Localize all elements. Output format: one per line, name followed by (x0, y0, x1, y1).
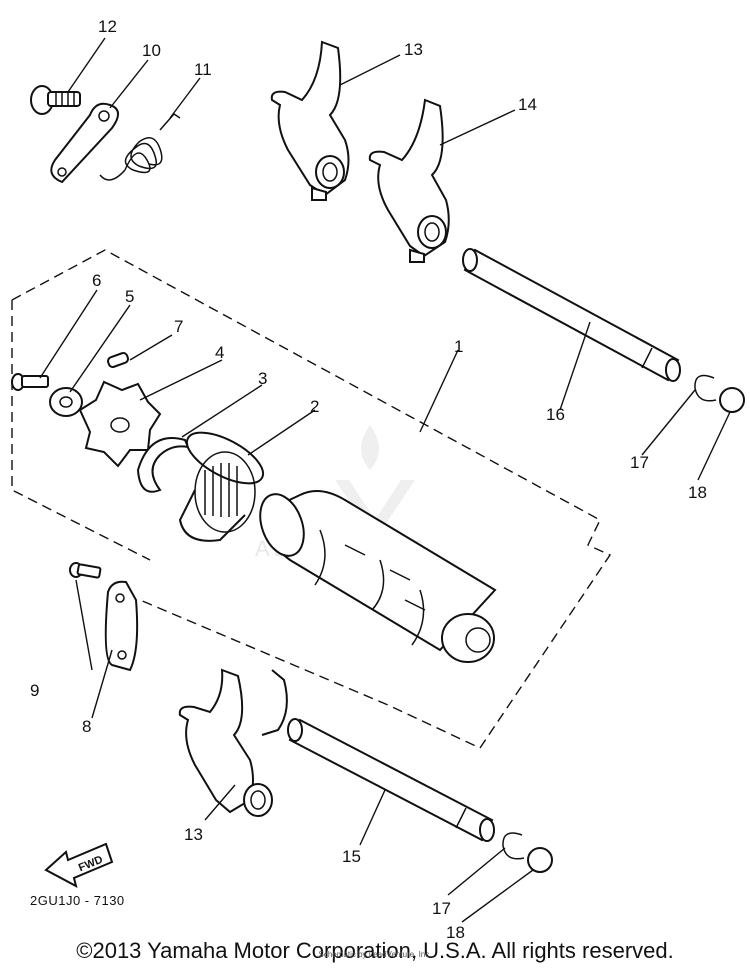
callout-15: 15 (342, 847, 361, 866)
callout-16: 16 (546, 405, 565, 424)
shift-fork-shaft-16 (462, 248, 681, 382)
screw-6 (11, 373, 49, 391)
stopper-plate-8 (104, 580, 139, 672)
cap-18-bottom (527, 847, 553, 873)
callout-1: 1 (454, 337, 463, 356)
spring-11 (99, 113, 181, 181)
shift-fork-shaft-15 (287, 718, 495, 842)
callout-numbers: 12 10 11 13 14 6 5 7 4 3 2 1 16 17 18 9 … (30, 17, 707, 942)
needle-bearing-2 (178, 431, 265, 542)
cap-18-top (719, 387, 745, 413)
callout-10: 10 (142, 41, 161, 60)
callout-6: 6 (92, 271, 101, 290)
callout-18-bottom: 18 (446, 923, 465, 942)
circlip-17-top (694, 374, 717, 402)
dowel-pin-7 (107, 352, 129, 368)
segment-4 (78, 380, 162, 468)
callout-17-bottom: 17 (432, 899, 451, 918)
plate-10 (50, 102, 119, 184)
callout-8: 8 (82, 717, 91, 736)
callout-14: 14 (518, 95, 537, 114)
callout-18-top: 18 (688, 483, 707, 502)
shift-fork-13-bottom (178, 668, 288, 817)
forward-arrow-icon: FWD (44, 842, 114, 888)
callout-5: 5 (125, 287, 134, 306)
assembly-outline (11, 249, 612, 749)
schematic-credit: Schematic by LeadVenture, Inc. (318, 950, 432, 959)
callout-4: 4 (215, 343, 224, 362)
callout-17-top: 17 (630, 453, 649, 472)
callout-7: 7 (174, 317, 183, 336)
callout-13-bottom: 13 (184, 825, 203, 844)
bolt-12 (30, 85, 81, 115)
callout-12: 12 (98, 17, 117, 36)
callout-3: 3 (258, 369, 267, 388)
callout-13-top: 13 (404, 40, 423, 59)
screw-9 (69, 562, 102, 579)
copyright-notice: ©2013 Yamaha Motor Corporation, U.S.A. A… (76, 938, 674, 963)
leader-lines (39, 37, 731, 923)
circlip-17-bottom (502, 832, 525, 860)
shift-drum (259, 490, 497, 663)
snap-ring-3 (136, 437, 190, 493)
shift-fork-14 (368, 98, 450, 263)
callout-9: 9 (30, 681, 39, 700)
callout-11: 11 (194, 60, 212, 79)
shift-fork-13-top (270, 40, 350, 201)
diagram-code: 2GU1J0 - 7130 (30, 893, 125, 908)
callout-2: 2 (310, 397, 319, 416)
washer-5 (49, 387, 83, 417)
